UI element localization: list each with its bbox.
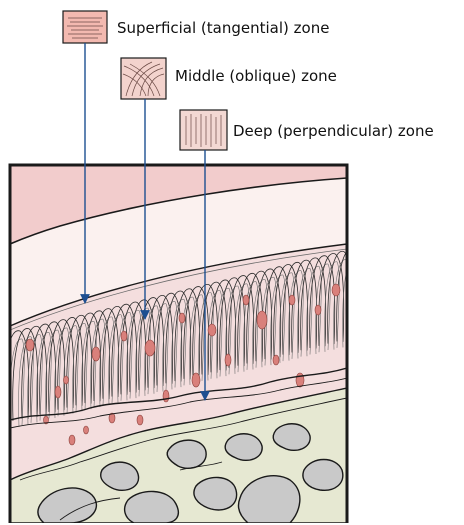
bone-cavity: [125, 491, 179, 523]
deep-zone-label: Deep (perpendicular) zone: [233, 122, 434, 140]
chondrocyte: [315, 305, 321, 315]
legend-swatch-deep: [180, 110, 227, 150]
legend-swatch-middle: [121, 58, 166, 99]
chondrocyte: [225, 354, 231, 366]
chondrocyte: [84, 426, 89, 434]
middle-zone-label: Middle (oblique) zone: [175, 67, 337, 85]
chondrocyte: [69, 435, 75, 445]
chondrocyte: [296, 373, 304, 387]
chondrocyte: [179, 313, 185, 323]
bone-cavity: [303, 460, 343, 491]
chondrocyte: [26, 339, 34, 351]
chondrocyte: [192, 373, 200, 387]
chondrocyte: [121, 331, 127, 341]
chondrocyte: [137, 415, 143, 425]
chondrocyte: [145, 340, 155, 356]
chondrocyte: [55, 386, 61, 398]
chondrocyte: [64, 376, 69, 384]
superficial-zone-label: Superficial (tangential) zone: [117, 19, 329, 37]
legend-swatch-superficial: [63, 11, 107, 43]
chondrocyte: [332, 284, 340, 296]
chondrocyte: [243, 295, 249, 305]
chondrocyte: [163, 390, 169, 402]
chondrocyte: [273, 355, 279, 365]
chondrocyte: [257, 311, 267, 329]
chondrocyte: [92, 347, 100, 361]
chondrocyte: [289, 295, 295, 305]
chondrocyte: [208, 324, 216, 336]
cartilage-section-panel: [4, 165, 362, 523]
